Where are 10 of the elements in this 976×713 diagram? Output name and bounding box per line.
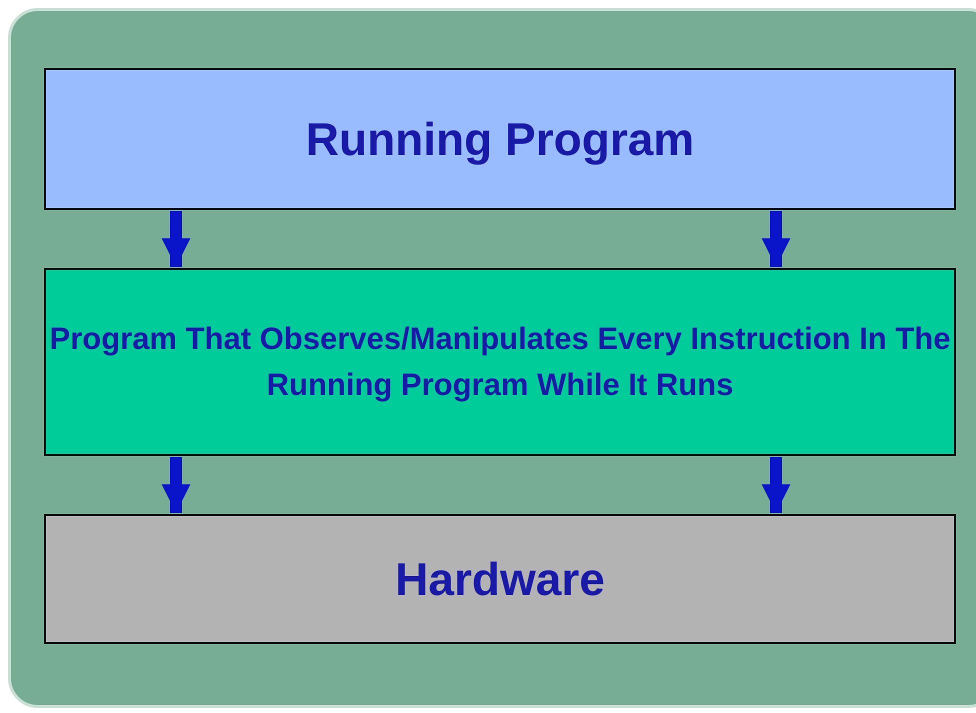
layer-label: Hardware xyxy=(395,552,605,606)
layer-label: Program That Observes/Manipulates Every Instruction In The Running Program While It Runs xyxy=(48,320,952,404)
layer-label: Running Program xyxy=(306,112,694,167)
arrow xyxy=(762,457,790,513)
layer-box xyxy=(44,68,956,210)
layer-box xyxy=(44,514,956,644)
arrow xyxy=(762,211,790,267)
arrow xyxy=(162,211,190,267)
arrow xyxy=(162,457,190,513)
layer-box xyxy=(44,268,956,456)
